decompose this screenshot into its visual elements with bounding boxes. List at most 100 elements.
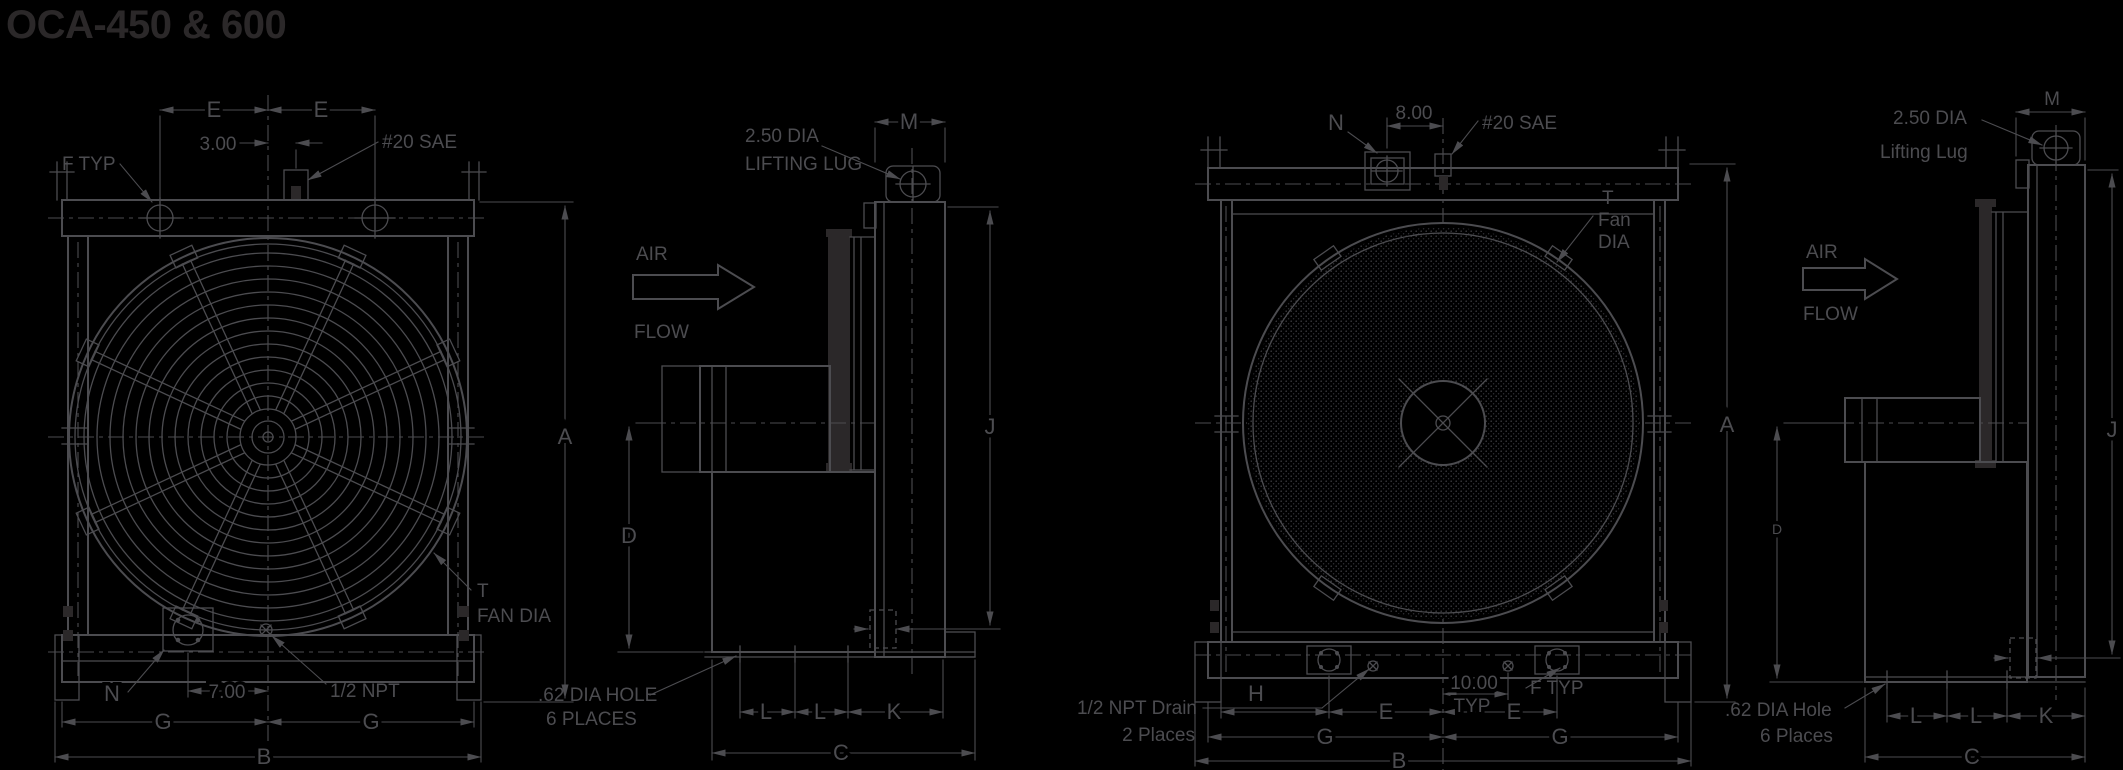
fan-guard-450 <box>68 237 468 637</box>
label-k-600: K <box>2039 703 2054 728</box>
label-n: N <box>104 681 120 706</box>
motor-600 <box>1844 397 1981 463</box>
front-view-oca600: N 8.00 #20 SAE T Fan DIA A H 1/2 NPT Dra… <box>1077 103 1738 770</box>
drain-leader-600 <box>1321 668 1370 709</box>
label-10-00: 10.00 <box>1450 673 1498 694</box>
label-lug-name: LIFTING LUG <box>745 154 862 175</box>
fan-shroud-600 <box>1975 199 2029 468</box>
air-flow-450: AIR FLOW <box>632 244 756 343</box>
label-c: C <box>833 740 849 765</box>
dimensions-side-600: 2.50 DIA Lifting Lug M D J .62 DIA Hole … <box>1725 89 2121 770</box>
side-view-oca600: AIR FLOW 2.50 DIA Lifting Lug M D J <box>1725 89 2121 770</box>
pedestal-450 <box>711 471 876 653</box>
label-h-600: H <box>1248 681 1264 706</box>
label-e-right: E <box>314 97 329 122</box>
label-m: M <box>900 109 918 134</box>
mounting-hole-hidden-450 <box>869 609 897 649</box>
label-d: D <box>621 523 637 548</box>
label-fan-f-600: Fan <box>1598 210 1631 231</box>
motor-450 <box>661 365 831 473</box>
label-f-typ-600: F TYP <box>1530 678 1584 699</box>
f-typ-leader-600 <box>1525 667 1561 689</box>
label-e-right-600: E <box>1507 699 1522 724</box>
label-air: AIR <box>636 244 668 265</box>
label-d-600: D <box>1772 521 1782 537</box>
npt-leader <box>271 635 327 685</box>
label-hole-places-600: 6 Places <box>1760 726 1833 747</box>
fan-dia-leader-600 <box>1556 215 1594 263</box>
label-typ: TYP <box>1454 696 1491 717</box>
label-g-right: G <box>362 709 379 734</box>
label-flow-600: FLOW <box>1803 304 1858 325</box>
label-e-left-600: E <box>1379 699 1394 724</box>
label-drain-line1: 1/2 NPT Drain <box>1077 698 1197 719</box>
label-g-left: G <box>154 709 171 734</box>
lifting-lug-600 <box>2031 130 2081 166</box>
f-typ-leader <box>119 163 153 203</box>
n-leader-600 <box>1347 131 1378 154</box>
pedestal-600 <box>1864 461 2028 683</box>
sae-leader <box>307 141 379 181</box>
lug-leader <box>821 145 901 180</box>
air-flow-600: AIR FLOW <box>1802 242 1899 325</box>
bottom-port-flange-450 <box>162 607 214 652</box>
label-k: K <box>887 699 902 724</box>
mounting-hole-hidden-600 <box>2009 637 2037 679</box>
label-g-right-600: G <box>1551 724 1568 749</box>
foot-right <box>456 634 482 701</box>
bottom-flange-left-600 <box>1306 645 1352 675</box>
sae-port-top-600 <box>1434 153 1452 190</box>
fan-dia-leader <box>433 552 472 591</box>
label-j-600: J <box>2107 417 2118 442</box>
label-hole-dia: .62 DIA HOLE <box>538 685 657 706</box>
label-b: B <box>257 744 272 769</box>
label-hole-places: 6 PLACES <box>546 709 637 730</box>
label-l1-600: L <box>1910 703 1922 728</box>
drain-plugs-600 <box>1367 660 1514 672</box>
n-leader <box>127 649 165 693</box>
lifting-lug-450 <box>885 165 941 203</box>
label-lug-dia-600: 2.50 DIA <box>1893 108 1967 129</box>
air-flow-arrow <box>632 263 756 311</box>
frame-450 <box>48 95 488 765</box>
label-fan-t: T <box>477 581 489 602</box>
label-flow: FLOW <box>634 322 689 343</box>
drawing-title: OCA-450 & 600 <box>6 3 286 47</box>
label-half-npt: 1/2 NPT <box>330 681 400 702</box>
fan-shroud-450 <box>826 229 876 471</box>
label-20-sae-600: #20 SAE <box>1482 113 1557 134</box>
label-drain-line2: 2 Places <box>1122 725 1195 746</box>
label-8-00: 8.00 <box>1396 103 1433 124</box>
label-lug-dia: 2.50 DIA <box>745 126 819 147</box>
label-f-typ: F TYP <box>62 154 116 175</box>
dimensions-side-450: 2.50 DIA LIFTING LUG M D J .62 DIA HOLE … <box>538 106 1001 769</box>
base-foot-450 <box>944 631 976 658</box>
lug-leader-600 <box>1981 119 2043 146</box>
label-a: A <box>558 424 573 449</box>
port-n-600 <box>1364 151 1411 191</box>
label-3-00: 3.00 <box>200 134 237 155</box>
dimensions-450: E E 3.00 #20 SAE F TYP A T FAN DIA N 7.0… <box>54 94 576 770</box>
label-b-600: B <box>1392 748 1407 770</box>
hole-leader <box>649 655 737 696</box>
label-a-600: A <box>1720 412 1735 437</box>
side-view-oca450: AIR FLOW 2.50 DIA LIFTING LUG M D J <box>538 106 1001 769</box>
label-e-left: E <box>207 97 222 122</box>
label-l2: L <box>814 699 826 724</box>
sae-leader-600 <box>1451 120 1479 155</box>
label-j: J <box>985 414 996 439</box>
label-hole-dia-600: .62 DIA Hole <box>1725 700 1832 721</box>
fan-600 <box>1242 222 1644 624</box>
label-air-600: AIR <box>1806 242 1838 263</box>
label-m-600: M <box>2044 89 2060 110</box>
label-fan-d-600: DIA <box>1598 232 1630 253</box>
air-flow-arrow-600 <box>1802 257 1899 301</box>
label-l2-600: L <box>1970 703 1982 728</box>
label-g-left-600: G <box>1316 724 1333 749</box>
sae-port-top-450 <box>283 169 309 201</box>
label-fan-dia: FAN DIA <box>477 606 551 627</box>
dimensions-600: N 8.00 #20 SAE T Fan DIA A H 1/2 NPT Dra… <box>1077 103 1738 770</box>
front-view-oca450: E E 3.00 #20 SAE F TYP A T FAN DIA N 7.0… <box>48 94 576 770</box>
